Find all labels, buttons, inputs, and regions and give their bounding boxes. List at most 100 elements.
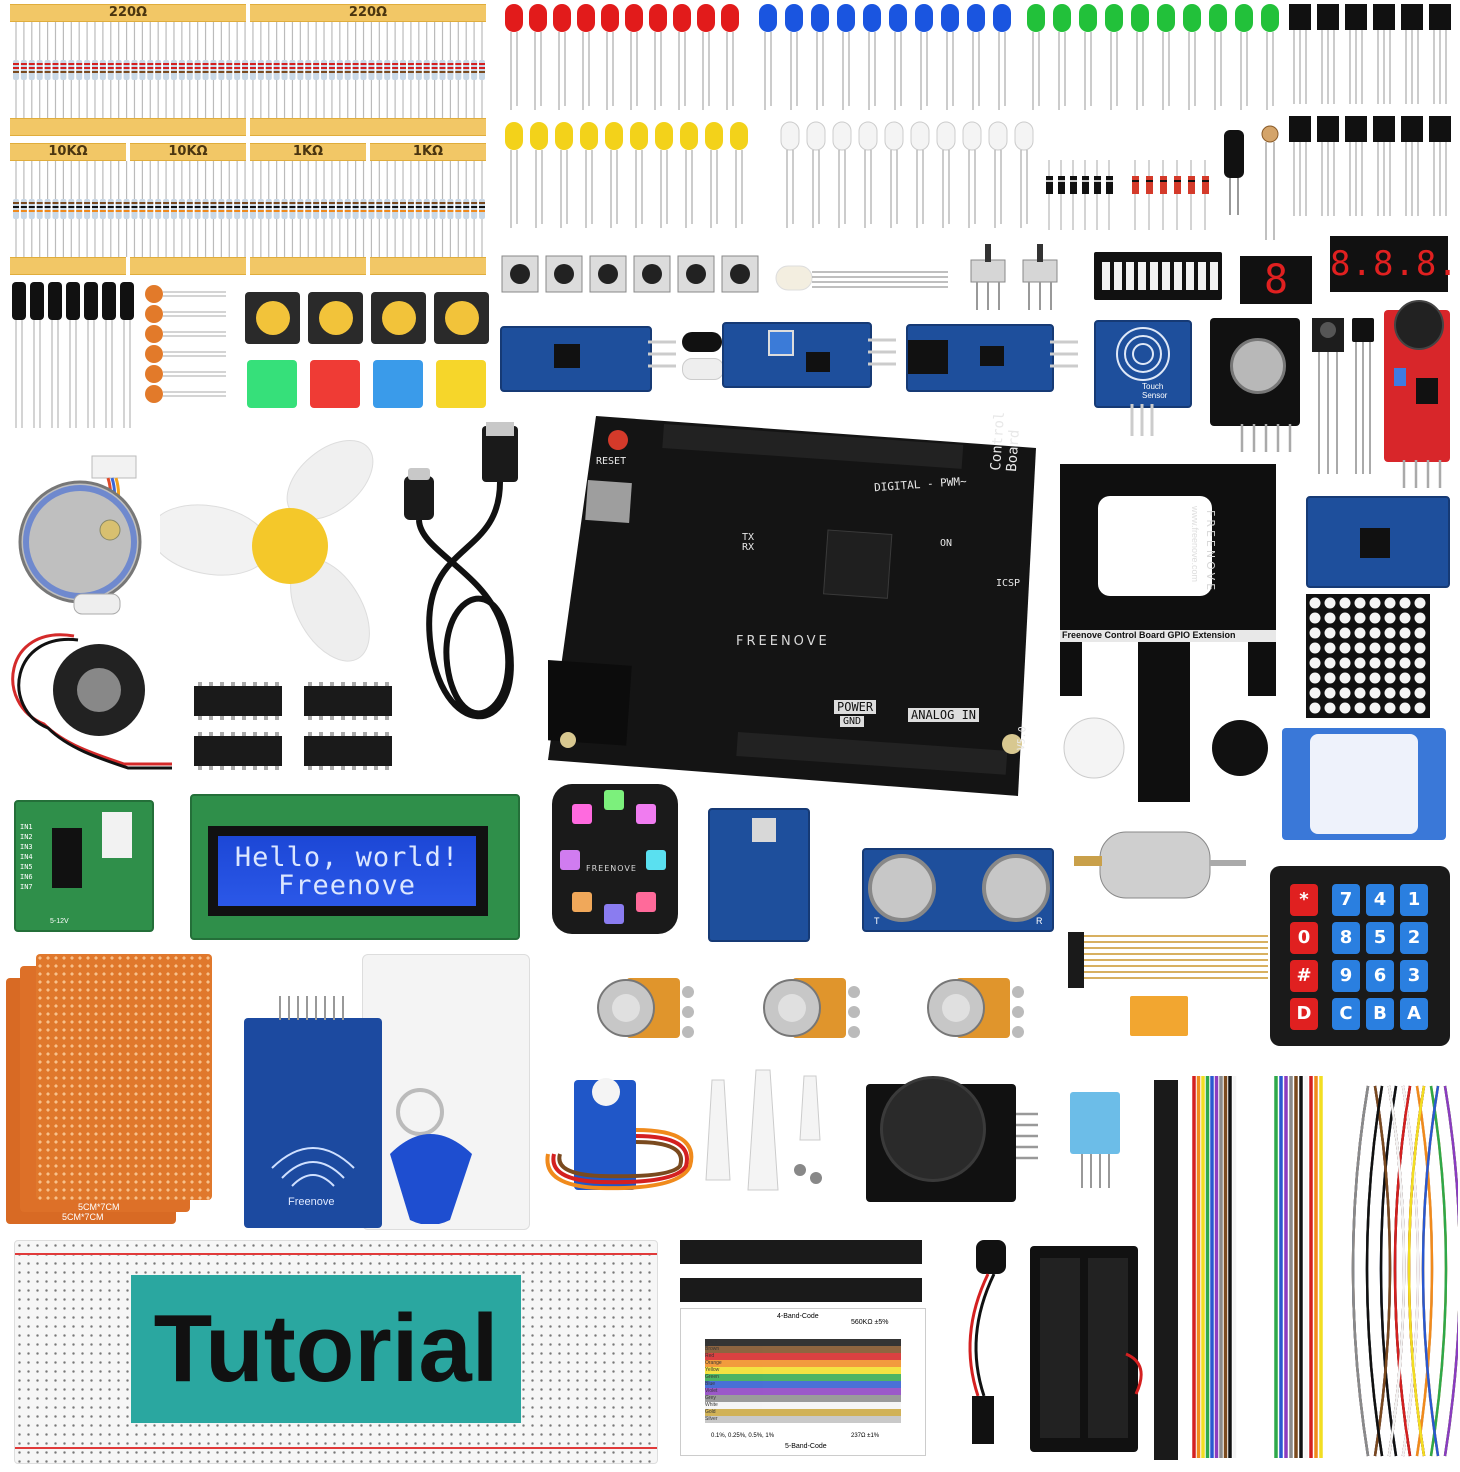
- pir-sensor: [1282, 728, 1446, 840]
- tape-10k-a: 10KΩ: [10, 143, 126, 161]
- proto-label-2: 5CM*7CM: [62, 1212, 104, 1222]
- ultrasonic-r-label: R: [1036, 916, 1043, 926]
- resistor-label-1k-a: 1KΩ: [292, 144, 324, 159]
- keypad-key[interactable]: B: [1366, 998, 1394, 1030]
- keypad-key[interactable]: A: [1400, 998, 1428, 1030]
- board-gnd-label: GND: [840, 716, 865, 727]
- keypad-key[interactable]: D: [1290, 998, 1318, 1030]
- servo-motor: [545, 1078, 694, 1191]
- keypad-key[interactable]: 0: [1290, 922, 1318, 954]
- keypad-key[interactable]: 5: [1366, 922, 1394, 954]
- chart-sample-value-2: 237Ω ±1%: [851, 1433, 880, 1439]
- large-button-4[interactable]: [434, 292, 489, 344]
- gpio-extension-url: www.freenove.com: [1190, 506, 1200, 583]
- keypad-key[interactable]: 3: [1400, 960, 1428, 992]
- stepper-motor: [18, 455, 142, 615]
- fan-propeller: [160, 439, 374, 662]
- large-button-2[interactable]: [308, 292, 363, 344]
- tape-220-right: 220Ω: [250, 4, 486, 22]
- button-cap-green: [247, 360, 297, 408]
- keypad-key[interactable]: 2: [1400, 922, 1428, 954]
- keypad-key[interactable]: 1: [1400, 884, 1428, 916]
- tape-10k-b: 10KΩ: [130, 143, 246, 161]
- control-board: RESET DIGITAL - PWM~ Control Board ICSP …: [548, 410, 1040, 798]
- driver-in7: IN7: [20, 883, 33, 891]
- joystick-pins: [1016, 1112, 1038, 1160]
- joystick-knob[interactable]: [880, 1076, 986, 1182]
- mpu6050-module: [1306, 496, 1450, 588]
- chart-color-row: Green: [705, 1374, 901, 1381]
- led-row-second: [505, 121, 1034, 228]
- proto-label-1: 5CM*7CM: [78, 1202, 120, 1212]
- ir-obstacle-module: [722, 322, 872, 388]
- driver-voltage-label: 5-12V: [50, 918, 69, 925]
- board-icsp-label: ICSP: [996, 578, 1021, 589]
- keypad-key[interactable]: 4: [1366, 884, 1394, 916]
- rotary-encoder-pins: [1240, 424, 1292, 452]
- chart-sample-value: 560KΩ ±5%: [851, 1319, 889, 1326]
- keypad-key[interactable]: 6: [1366, 960, 1394, 992]
- dc-motor: [1074, 831, 1246, 899]
- module-3-pins: [1050, 340, 1078, 368]
- board-on-label: ON: [940, 538, 953, 549]
- keypad-key[interactable]: *: [1290, 884, 1318, 916]
- rgb-led-ring: FREENOVE: [552, 784, 678, 934]
- module-1-pins: [648, 340, 676, 368]
- slide-switches: [970, 244, 1058, 310]
- board-rx-label: RX: [742, 542, 755, 553]
- gpio-extension-brand: FREENOVE: [1204, 510, 1217, 594]
- rotary-knob[interactable]: [1230, 338, 1286, 394]
- lcd-line-2: Freenove: [277, 870, 417, 901]
- chart-color-row: Blue: [705, 1381, 901, 1388]
- small-button-row: [501, 255, 759, 293]
- chart-header-4band: 4-Band-Code: [777, 1313, 819, 1320]
- tape-220-bottom-left: [10, 118, 246, 136]
- buzzers: [1063, 717, 1268, 779]
- keypad-key[interactable]: 7: [1332, 884, 1360, 916]
- button-cap-yellow: [436, 360, 486, 408]
- tilt-switch: [1224, 130, 1244, 178]
- keypad-ribbon: [1068, 932, 1268, 988]
- sensor-module-1: [500, 326, 652, 392]
- board-analog-label: ANALOG IN: [908, 708, 980, 722]
- rgb-led: [775, 265, 948, 291]
- joystick-module: [866, 1076, 1016, 1202]
- resistor-row-10k-1k: [13, 161, 485, 257]
- photoresistor: [1261, 125, 1279, 143]
- led-bar-graph: [1094, 252, 1222, 300]
- speaker: [11, 633, 172, 770]
- pin-header-1: [680, 1240, 922, 1264]
- servo-horns: [705, 1069, 822, 1191]
- board-version-label: V5.0: [1016, 725, 1029, 751]
- driver-in4: IN4: [20, 853, 33, 861]
- ic-chips: [194, 682, 392, 770]
- chart-header-5band: 5-Band-Code: [785, 1443, 827, 1450]
- chart-color-row: Silver: [705, 1416, 901, 1423]
- led-row-top: [505, 4, 1279, 110]
- chart-tolerances: 0.1%, 0.25%, 0.5%, 1%: [711, 1433, 775, 1439]
- keypad-key[interactable]: 9: [1332, 960, 1360, 992]
- rgb-ring-leds: [560, 790, 666, 924]
- chart-color-row: Gold: [705, 1409, 901, 1416]
- microphone: [1394, 300, 1444, 350]
- driver-in3: IN3: [20, 843, 33, 851]
- ir-receiver: [1312, 318, 1344, 474]
- chart-color-row: Black: [705, 1339, 901, 1346]
- sound-sensor-pins: [1402, 460, 1442, 488]
- keypad-key[interactable]: C: [1332, 998, 1360, 1030]
- rfid-keyfob: [390, 1088, 472, 1224]
- board-tx-label: TX: [742, 532, 755, 543]
- keypad-key[interactable]: #: [1290, 960, 1318, 992]
- board-reset-label: RESET: [596, 456, 627, 467]
- large-button-3[interactable]: [371, 292, 426, 344]
- keypad-key[interactable]: 8: [1332, 922, 1360, 954]
- resistor-row-220: [13, 22, 485, 118]
- chart-color-row: Orange: [705, 1360, 901, 1367]
- gpio-extension-board: Freenove Control Board GPIO Extension ww…: [1058, 462, 1278, 802]
- large-button-1[interactable]: [245, 292, 300, 344]
- battery-holder: [1030, 1246, 1143, 1452]
